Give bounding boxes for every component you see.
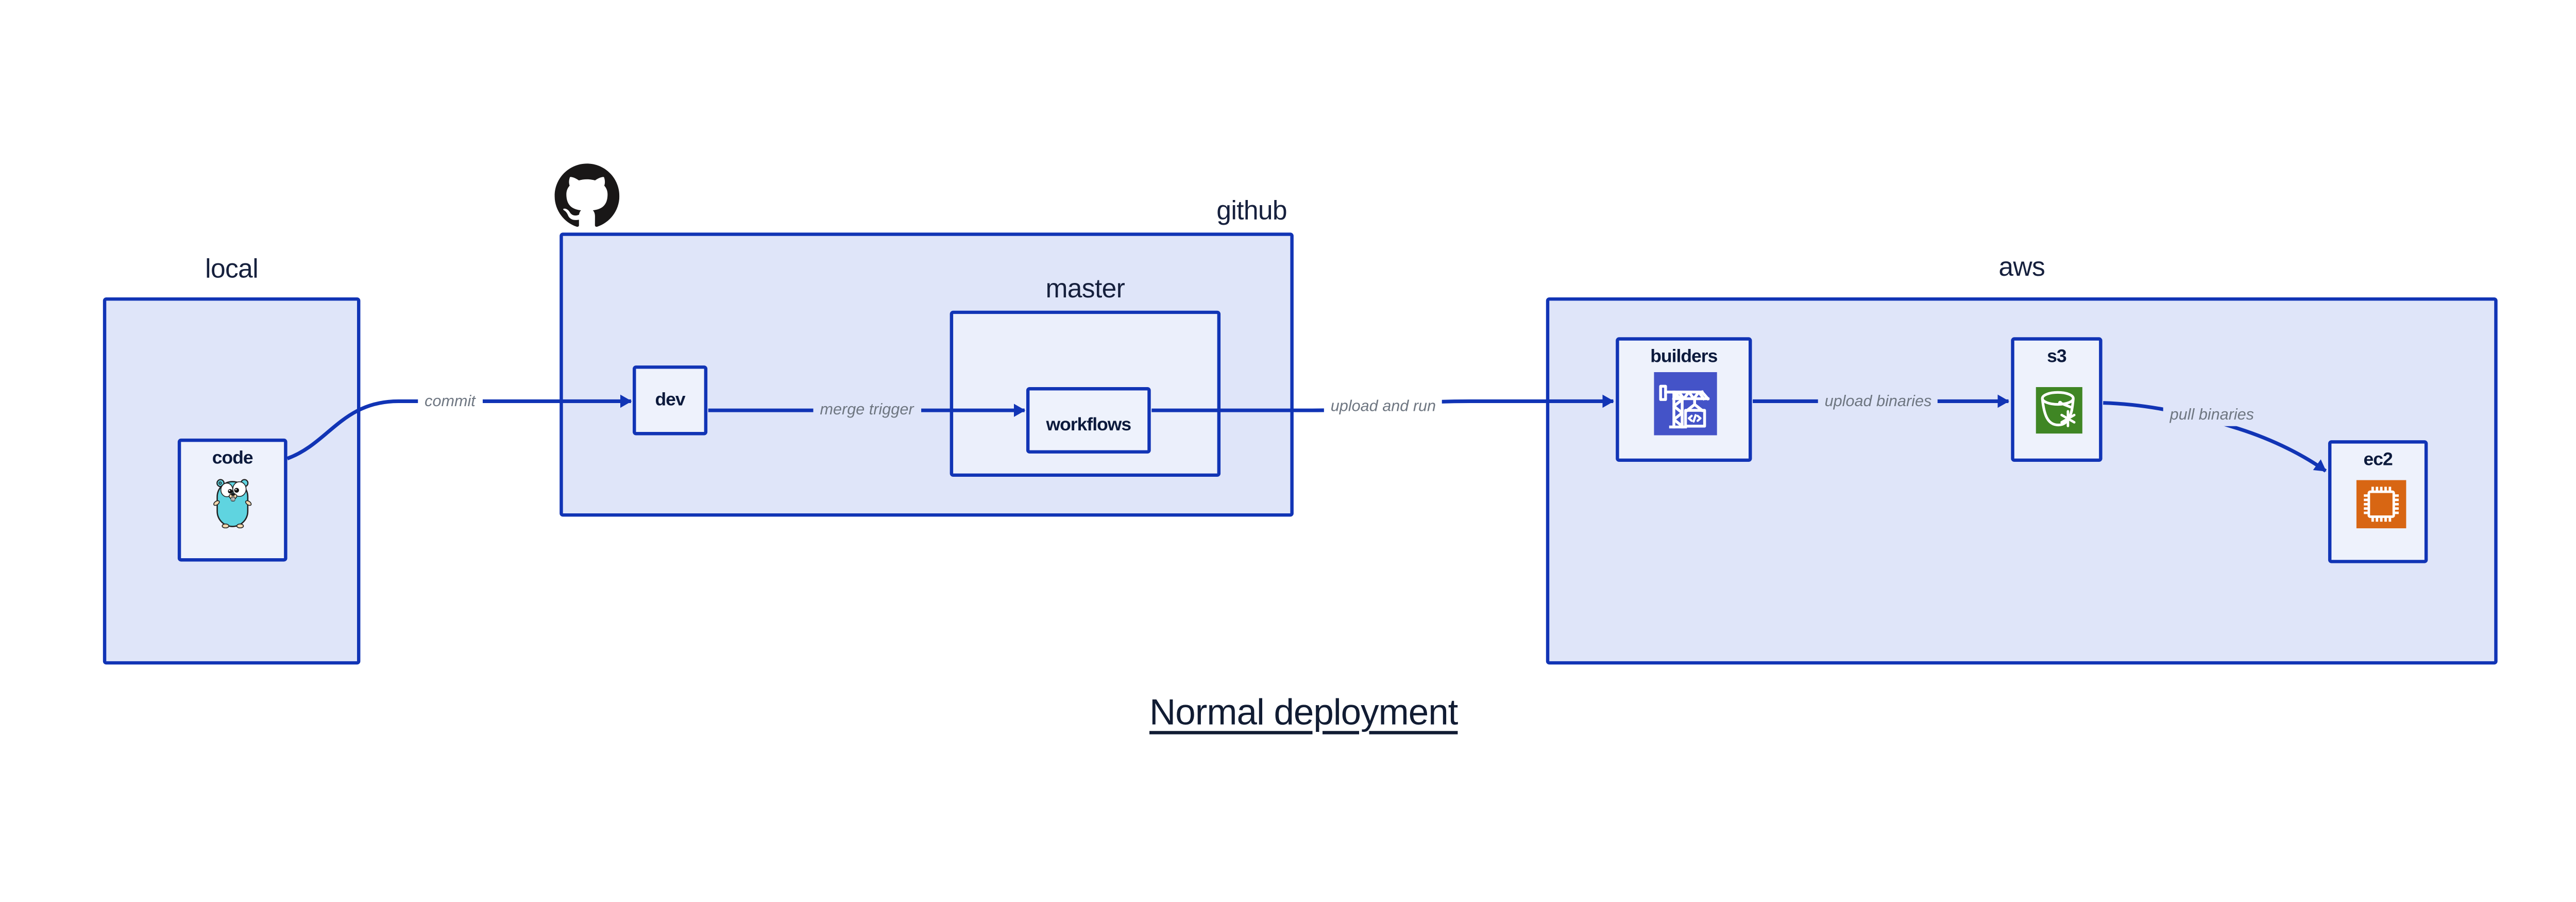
go-gopher-icon bbox=[213, 479, 252, 528]
node-label-s3: s3 bbox=[2047, 347, 2066, 368]
edge-label-upload-and-run: upload and run bbox=[1324, 395, 1443, 417]
edge-label-commit: commit bbox=[418, 390, 482, 412]
node-dev: dev bbox=[633, 365, 708, 436]
node-ec2: ec2 bbox=[2328, 440, 2428, 563]
node-builders: builders bbox=[1616, 337, 1752, 462]
node-s3: s3 bbox=[2011, 337, 2103, 462]
s3-glacier-bucket-icon bbox=[2036, 387, 2082, 434]
group-label-master: master bbox=[1045, 276, 1125, 304]
group-label-local: local bbox=[205, 256, 259, 285]
group-label-aws: aws bbox=[1998, 254, 2045, 282]
group-label-github: github bbox=[1216, 197, 1287, 226]
edge-label-merge-trigger: merge trigger bbox=[813, 399, 921, 422]
github-octocat-icon bbox=[554, 163, 620, 227]
edge-label-pull-binaries: pull binaries bbox=[2163, 404, 2261, 426]
node-code: code bbox=[177, 438, 287, 562]
node-label-ec2: ec2 bbox=[2363, 450, 2393, 471]
codebuild-crane-icon bbox=[1654, 372, 1717, 436]
node-label-code: code bbox=[212, 448, 253, 469]
edge-label-upload-binaries: upload binaries bbox=[1818, 390, 1939, 412]
node-label-dev: dev bbox=[655, 390, 685, 411]
diagram-title: Normal deployment bbox=[1149, 691, 1458, 733]
ec2-chip-icon bbox=[2356, 480, 2406, 528]
node-workflows: workflows bbox=[1026, 387, 1151, 454]
node-label-builders: builders bbox=[1650, 347, 1718, 368]
node-label-workflows: workflows bbox=[1046, 414, 1131, 435]
